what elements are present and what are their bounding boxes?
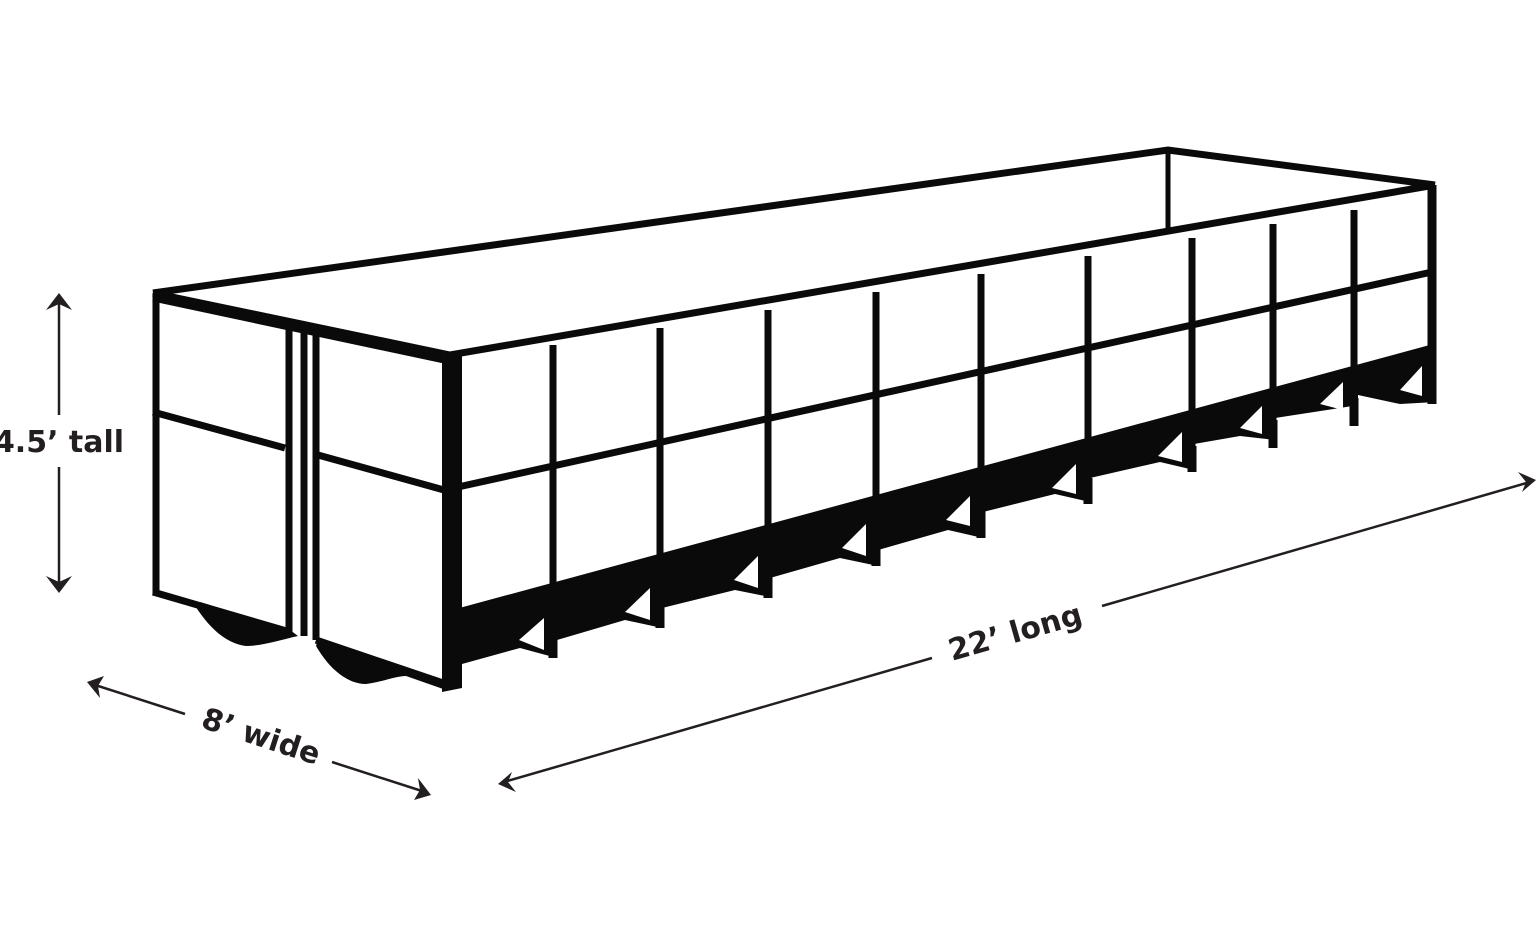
arrow-right-icon	[414, 778, 431, 800]
arrow-right-icon	[1518, 472, 1536, 492]
short-end-frame	[152, 293, 448, 688]
top-rim	[152, 146, 1436, 359]
runner-right	[316, 640, 446, 690]
width-label: 8’ wide	[197, 701, 324, 772]
gussets	[519, 366, 1422, 650]
post-feet	[548, 398, 1359, 658]
length-label: 22’ long	[945, 597, 1087, 668]
long-side-rails	[457, 268, 1433, 616]
width-dimension: 8’ wide	[87, 676, 431, 800]
height-dimension: 4.5’ tall	[0, 293, 124, 593]
dumpster-drawing	[152, 146, 1437, 692]
arrow-down-icon	[46, 576, 72, 593]
length-line-left	[503, 656, 933, 784]
arrow-left-icon	[498, 772, 516, 792]
arrow-left-icon	[87, 676, 104, 698]
arrow-up-icon	[46, 293, 72, 310]
runner-left	[194, 602, 298, 646]
height-label: 4.5’ tall	[0, 425, 124, 460]
width-line-left	[91, 682, 186, 716]
long-side-bottom-band	[458, 346, 1436, 664]
near-corner-post	[442, 355, 462, 692]
width-line-right	[331, 760, 426, 794]
short-end-double-post	[285, 326, 320, 640]
length-dimension: 22’ long	[498, 472, 1536, 792]
length-line-right	[1101, 480, 1531, 608]
